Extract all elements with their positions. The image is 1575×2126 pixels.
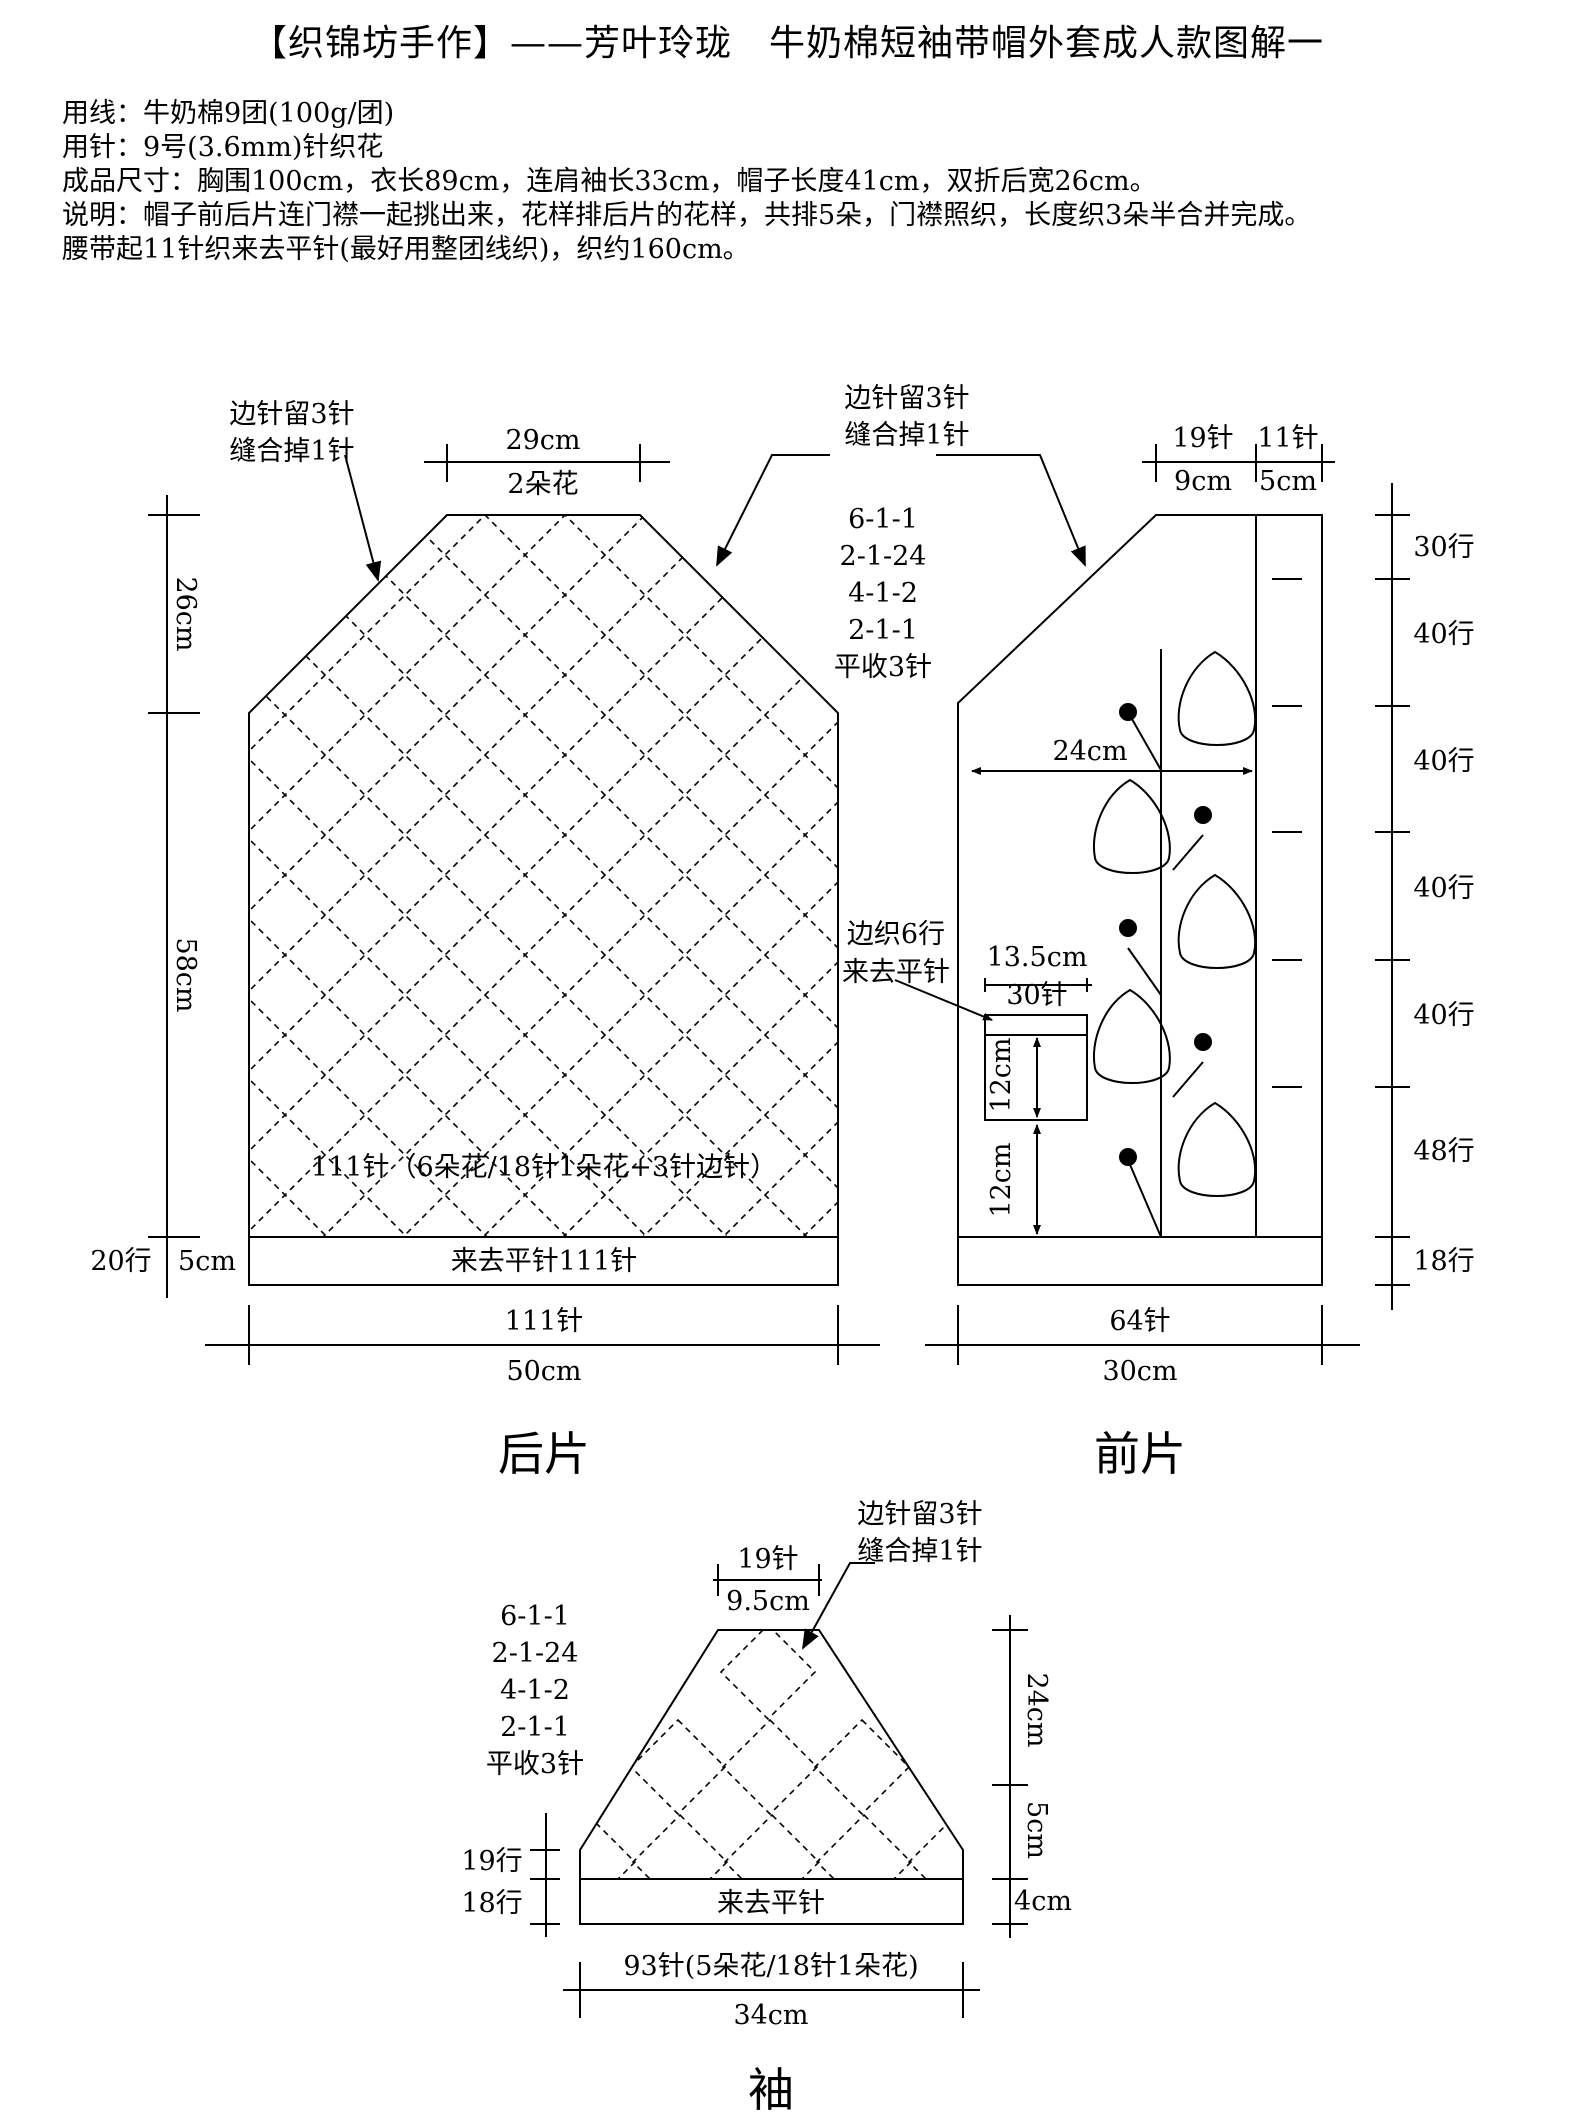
shaping-line: 2-1-24 <box>840 541 927 572</box>
back-body-height: 58cm <box>170 937 201 1012</box>
shaping-line: 平收3针 <box>834 652 932 683</box>
sleeve-hem-cm: 4cm <box>1014 1886 1072 1917</box>
sleeve-body-cm: 5cm <box>1021 1801 1052 1859</box>
sleeve-diamond-pattern <box>580 1630 963 1880</box>
pocket-note-2: 来去平针 <box>842 957 950 988</box>
back-shoulder-note-2: 缝合掉1针 <box>229 436 354 467</box>
page-title: 【织锦坊手作】——芳叶玲珑 牛奶棉短袖带帽外套成人款图解一 <box>250 23 1324 64</box>
back-neck-cm: 29cm <box>505 425 580 456</box>
front-outline <box>957 514 1323 1286</box>
sleeve-hem-label: 来去平针 <box>717 1888 825 1919</box>
sleeve-cap-cm: 24cm <box>1021 1672 1052 1747</box>
pocket-offset-cm: 12cm <box>986 1142 1017 1217</box>
back-pattern-label: 111针（6朵花/18针1朵花+3针边针） <box>311 1152 777 1183</box>
front-row-count: 40行 <box>1413 746 1474 777</box>
shaping-line: 4-1-2 <box>848 578 918 609</box>
front-row-count: 40行 <box>1413 619 1474 650</box>
berry-icon <box>1119 1148 1137 1166</box>
sleeve-shaping-line: 2-1-1 <box>500 1712 570 1743</box>
yarn-info: 用线：牛奶棉9团(100g/团) <box>62 98 395 129</box>
front-piece <box>894 444 1410 1365</box>
sleeve-width-cm: 34cm <box>733 2000 808 2031</box>
front-row-count: 30行 <box>1413 532 1474 563</box>
back-piece-title: 后片 <box>498 1427 590 1481</box>
sleeve-top-cm: 9.5cm <box>726 1586 810 1617</box>
leaf-icon <box>1177 873 1257 969</box>
back-width-sts: 111针 <box>505 1306 584 1337</box>
sleeve-top-sts: 19针 <box>737 1544 798 1575</box>
sleeve-shaping-line: 4-1-2 <box>500 1675 570 1706</box>
front-row-count: 40行 <box>1413 873 1474 904</box>
sleeve-piece <box>530 1562 1028 2018</box>
front-width-sts: 64针 <box>1109 1306 1170 1337</box>
shaping-line: 2-1-1 <box>848 615 918 646</box>
sleeve-rows-a: 19行 <box>461 1846 522 1877</box>
sleeve-shaping-line: 2-1-24 <box>492 1638 579 1669</box>
pocket-note-1: 边织6行 <box>847 919 945 950</box>
front-piece-title: 前片 <box>1094 1427 1186 1481</box>
front-top-sts-a: 19针 <box>1172 423 1233 454</box>
sleeve-outline <box>579 1629 964 1925</box>
needle-info: 用针：9号(3.6mm)针织花 <box>62 132 384 163</box>
back-piece <box>148 444 880 1365</box>
belt-info: 腰带起11针织来去平针(最好用整团线织)，织约160cm。 <box>62 234 750 265</box>
front-row-count: 40行 <box>1413 1000 1474 1031</box>
back-hem-rows: 20行 <box>90 1246 151 1277</box>
sleeve-rows-b: 18行 <box>461 1888 522 1919</box>
sleeve-width-sts: 93针(5朵花/18针1朵花) <box>623 1951 918 1982</box>
sleeve-shaping-line: 6-1-1 <box>500 1601 570 1632</box>
leaf-icon <box>1177 650 1257 746</box>
sleeve-piece-title: 袖 <box>748 2063 794 2117</box>
pocket-width-sts: 30针 <box>1006 980 1067 1011</box>
front-inner-width: 24cm <box>1052 736 1127 767</box>
front-width-cm: 30cm <box>1102 1356 1177 1387</box>
front-shoulder-note-2: 缝合掉1针 <box>844 420 969 451</box>
back-hem-cm: 5cm <box>178 1246 236 1277</box>
berry-icon <box>1119 919 1137 937</box>
front-top-cm-a: 9cm <box>1174 466 1232 497</box>
berry-motifs <box>1119 703 1212 1238</box>
front-pocket <box>984 1014 1088 1121</box>
berry-icon <box>1194 1033 1212 1051</box>
back-outline <box>248 514 839 1286</box>
pocket-height-cm: 12cm <box>986 1037 1017 1112</box>
size-info: 成品尺寸：胸围100cm，衣长89cm，连肩袖长33cm，帽子长度41cm，双折… <box>62 166 1157 197</box>
front-shoulder-note-1: 边针留3针 <box>844 383 969 414</box>
leaf-motifs <box>1093 650 1257 1197</box>
back-hem-label: 来去平针111针 <box>451 1246 638 1277</box>
front-top-sts-b: 11针 <box>1257 423 1318 454</box>
leaf-icon <box>1177 1101 1257 1197</box>
shaping-line: 6-1-1 <box>848 504 918 535</box>
sleeve-shoulder-note-1: 边针留3针 <box>857 1499 982 1530</box>
pocket-width-cm: 13.5cm <box>987 942 1088 973</box>
back-diamond-pattern <box>249 515 838 1237</box>
back-width-cm: 50cm <box>506 1356 581 1387</box>
front-row-count: 18行 <box>1413 1246 1474 1277</box>
berry-icon <box>1194 806 1212 824</box>
sleeve-shaping-line: 平收3针 <box>486 1749 584 1780</box>
leaf-icon <box>1093 778 1171 874</box>
sleeve-shoulder-note-2: 缝合掉1针 <box>857 1536 982 1567</box>
front-row-count: 48行 <box>1413 1136 1474 1167</box>
front-top-cm-b: 5cm <box>1259 466 1317 497</box>
back-shoulder-note-1: 边针留3针 <box>229 399 354 430</box>
back-armhole-height: 26cm <box>170 576 201 651</box>
note-info: 说明：帽子前后片连门襟一起挑出来，花样排后片的花样，共排5朵，门襟照织，长度织3… <box>62 200 1312 231</box>
back-neck-flowers: 2朵花 <box>507 469 578 500</box>
leaf-icon <box>1093 988 1171 1084</box>
